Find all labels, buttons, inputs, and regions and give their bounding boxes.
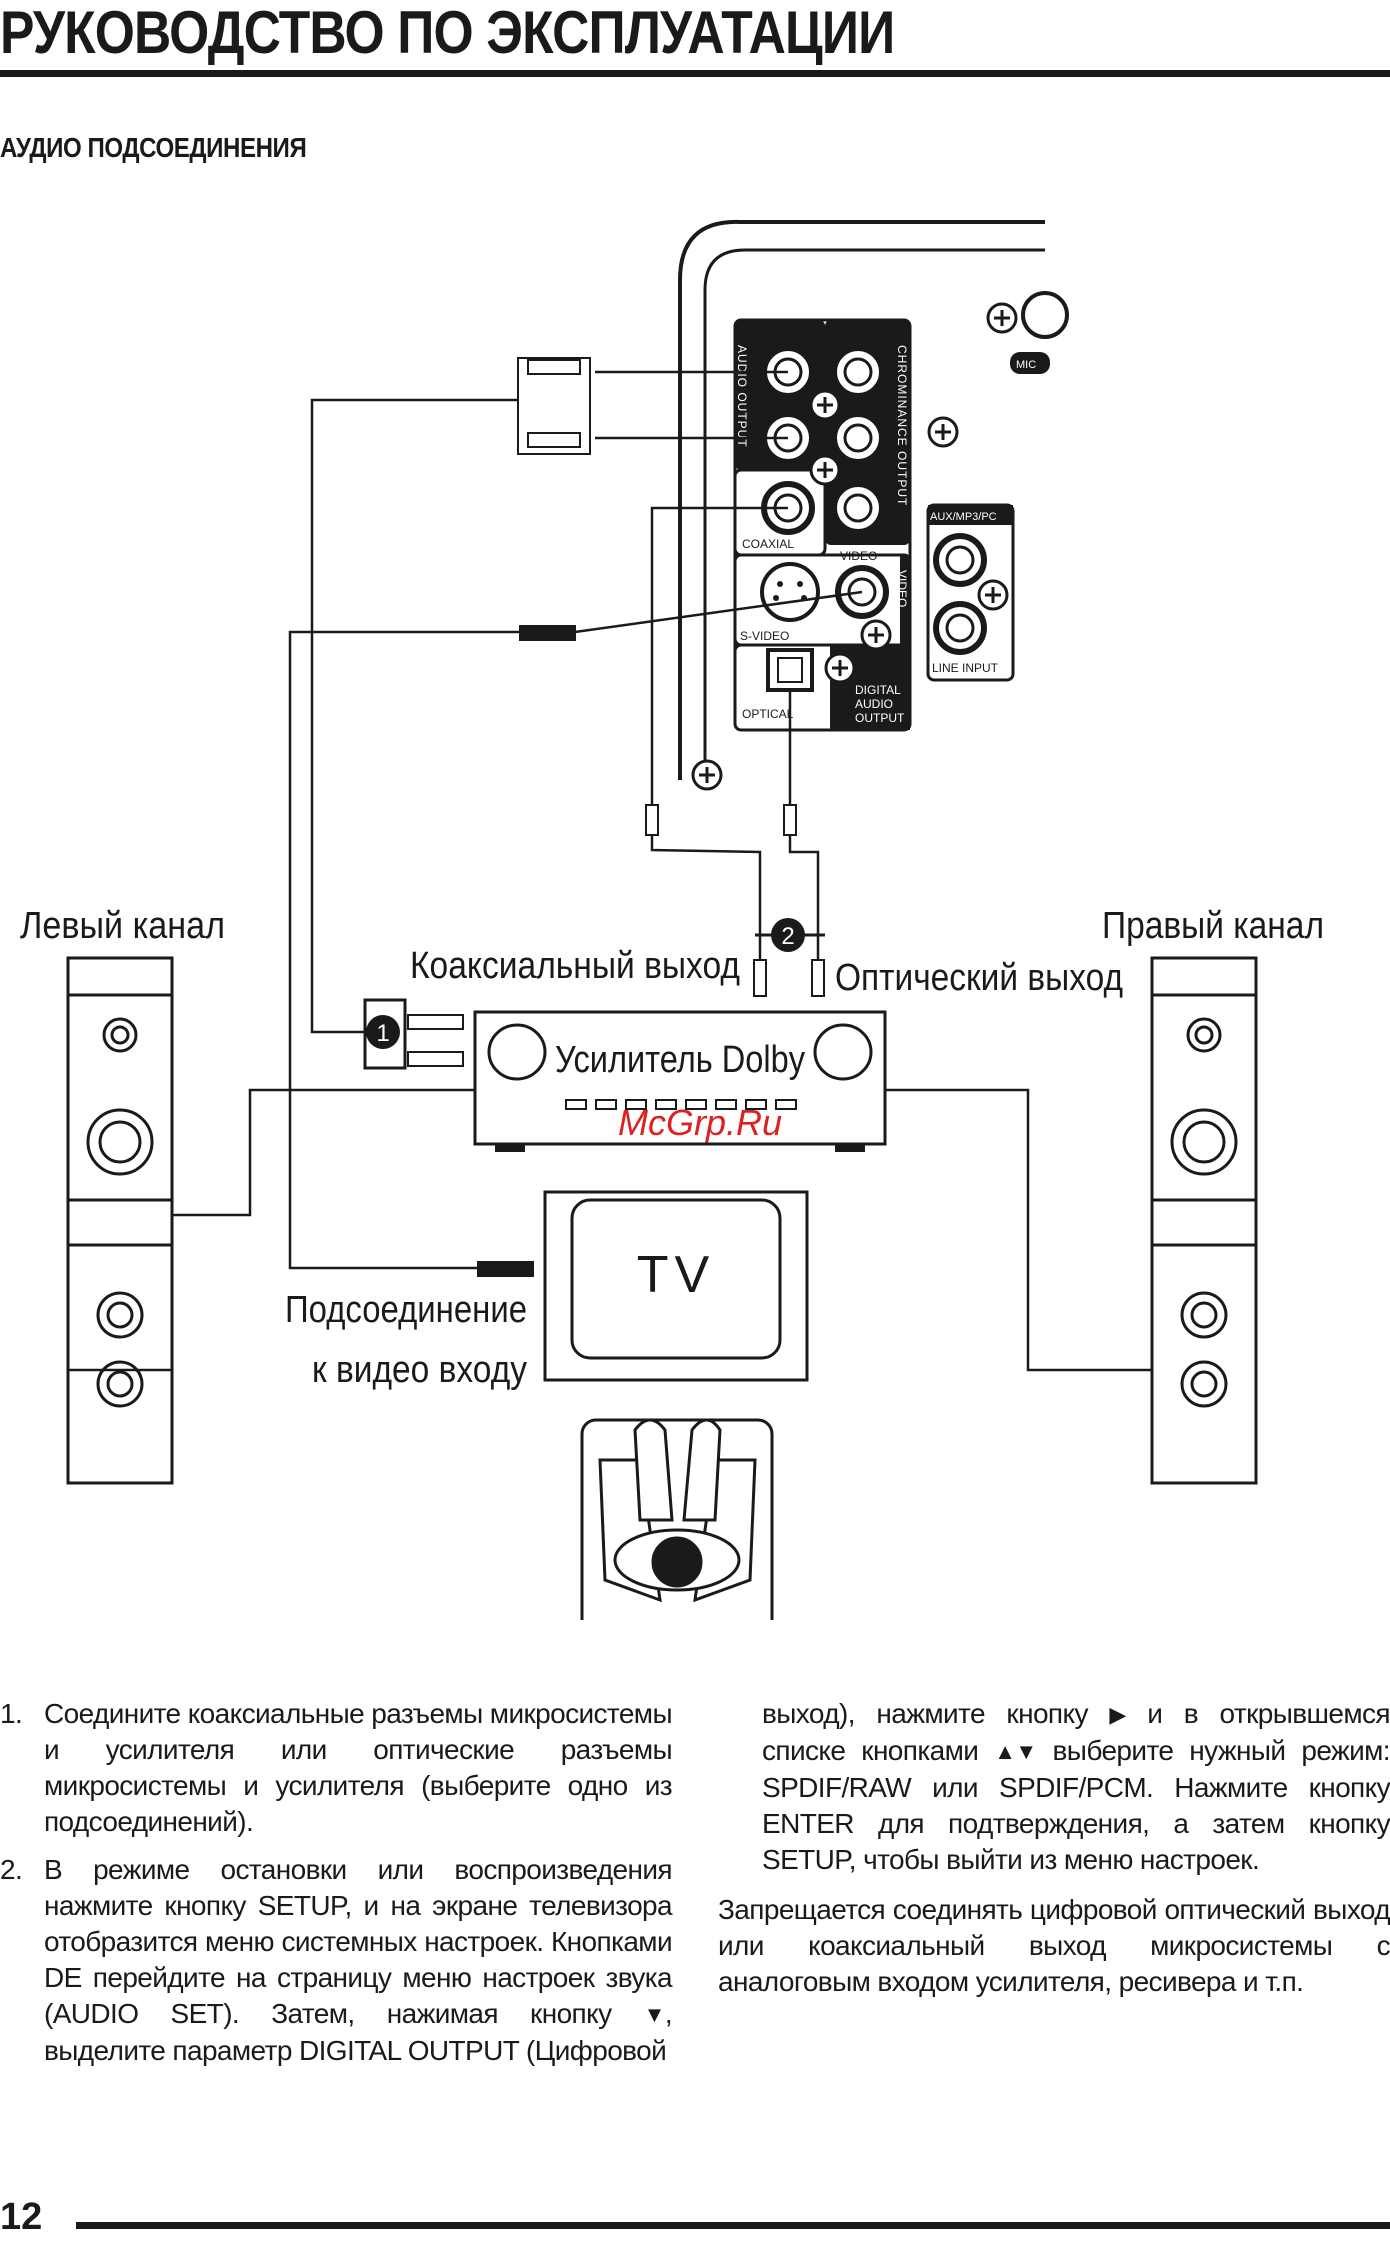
instructions-right-column: выход), нажмите кнопку ▶ и в открывшемся… bbox=[718, 1696, 1390, 2014]
optical-output-label: Оптический выход bbox=[835, 957, 1123, 999]
viewer-icon bbox=[580, 1418, 774, 1620]
svg-text:2: 2 bbox=[781, 923, 794, 950]
step-1-text: Соедините коаксиальные разъемы микросист… bbox=[44, 1698, 673, 1837]
connection-diagram: AUDIO OUTPUT CHROMINANCE OUTPUT VIDEO DI… bbox=[20, 219, 1324, 1620]
page-title: РУКОВОДСТВО ПО ЭКСПЛУАТАЦИИ bbox=[0, 0, 895, 66]
label-digital: DIGITAL bbox=[855, 683, 901, 697]
video-connection-label-1: Подсоединение bbox=[285, 1289, 527, 1331]
step-2-continued: выход), нажмите кнопку ▶ и в открывшемся… bbox=[718, 1696, 1390, 1878]
warning-text: Запрещается соединять цифровой оптически… bbox=[718, 1894, 1390, 1997]
instructions-left-column: 1. Соедините коаксиальные разъемы микрос… bbox=[0, 1696, 673, 2081]
down-arrow-icon: ▼ bbox=[643, 2002, 666, 2027]
watermark: McGrp.Ru bbox=[618, 1102, 782, 1143]
cables bbox=[68, 357, 1152, 1372]
label-output: OUTPUT bbox=[855, 711, 905, 725]
amplifier-label: Усилитель Dolby bbox=[555, 1039, 805, 1081]
left-speaker bbox=[66, 956, 174, 1485]
label-line-input: LINE INPUT bbox=[932, 661, 999, 675]
label-aux: AUX/MP3/PC bbox=[930, 511, 997, 523]
label-coaxial: COAXIAL bbox=[742, 537, 794, 551]
optical-port bbox=[766, 648, 814, 692]
step-1: 1. Соедините коаксиальные разъемы микрос… bbox=[0, 1696, 673, 1840]
coaxial-output-label: Коаксиальный выход bbox=[410, 945, 740, 987]
right-channel-label: Правый канал bbox=[1102, 905, 1324, 947]
section-heading: АУДИО ПОДСОЕДИНЕНИЯ bbox=[0, 132, 307, 163]
label-video-side: VIDEO bbox=[895, 570, 909, 607]
label-chrominance-output: CHROMINANCE OUTPUT bbox=[895, 345, 909, 506]
label-mic: MIC bbox=[1016, 359, 1036, 371]
step-2-text-b: , выделите параметр DIGITAL OUTPUT (Цифр… bbox=[44, 1998, 673, 2066]
label-video-top: VIDEO bbox=[840, 549, 877, 563]
page-number: 12 bbox=[0, 2196, 43, 2238]
s-video-jack bbox=[760, 562, 820, 622]
tv-label: TV bbox=[637, 1246, 715, 1304]
right-arrow-icon: ▶ bbox=[1109, 1702, 1126, 1727]
label-audio-output: AUDIO OUTPUT bbox=[735, 345, 749, 448]
svg-text:1: 1 bbox=[376, 1020, 389, 1047]
up-down-arrows-icon: ▲▼ bbox=[994, 1739, 1037, 1764]
label-optical: OPTICAL bbox=[742, 707, 794, 721]
video-connection-label-2: к видео входу bbox=[312, 1349, 527, 1391]
step-2-number: 2. bbox=[0, 1854, 23, 1885]
step-2-text-a: В режиме остановки или воспроизведения н… bbox=[44, 1854, 673, 2029]
label-s-video: S-VIDEO bbox=[740, 629, 789, 643]
left-channel-label: Левый канал bbox=[20, 905, 225, 947]
step-2: 2. В режиме остановки или воспроизведени… bbox=[0, 1852, 673, 2069]
step-2-cont-a: выход), нажмите кнопку bbox=[762, 1698, 1088, 1729]
title-rule bbox=[0, 70, 1390, 77]
step-1-number: 1. bbox=[0, 1698, 23, 1729]
badge-2: 2 bbox=[771, 918, 805, 952]
step-2-cont-b: и в открывшемся списке кнопками bbox=[762, 1698, 1390, 1766]
label-audio: AUDIO bbox=[855, 697, 893, 711]
tv: TV bbox=[543, 1190, 809, 1382]
right-speaker bbox=[1150, 956, 1258, 1485]
badge-1: 1 bbox=[366, 1015, 400, 1049]
amplifier: Усилитель Dolby bbox=[473, 1010, 887, 1152]
step-2-cont-c: выберите нужный режим: SPDIF/RAW или SPD… bbox=[762, 1735, 1390, 1875]
footer-rule bbox=[76, 2222, 1390, 2229]
